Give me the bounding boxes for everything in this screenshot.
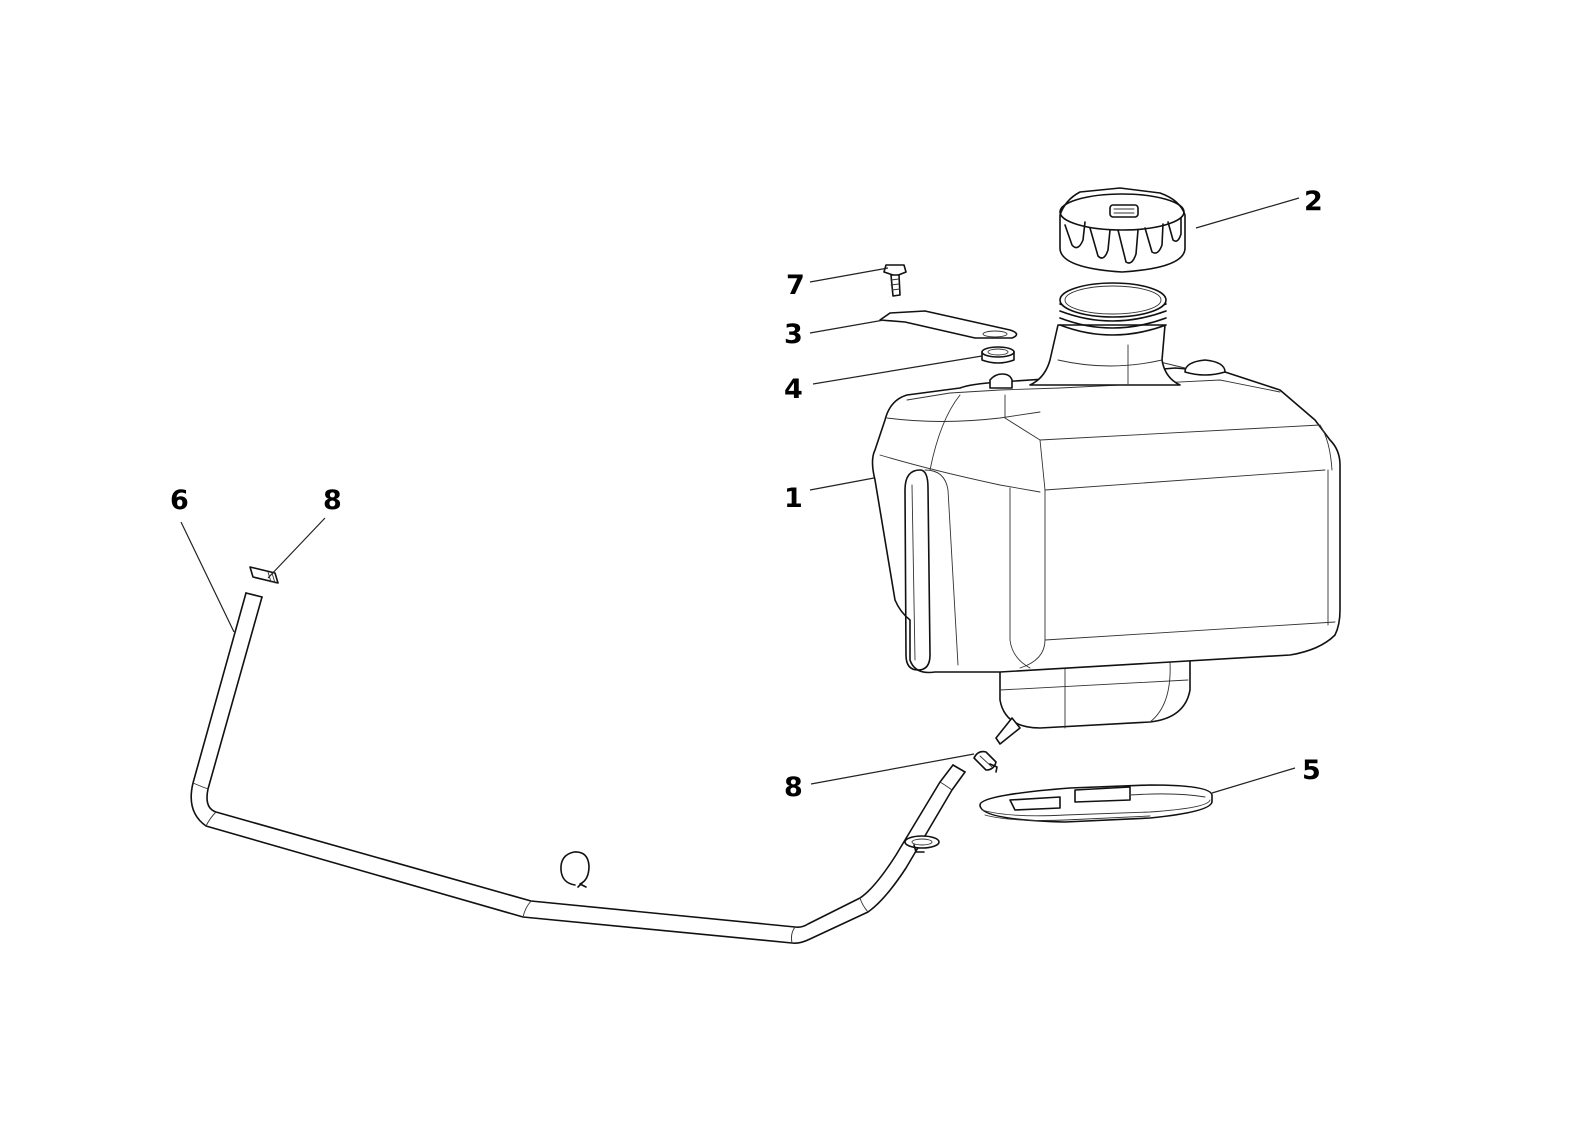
part-2-fuel-cap	[1059, 187, 1186, 273]
leader-5	[1211, 767, 1296, 794]
callout-7: 7	[786, 270, 805, 301]
leader-1	[809, 477, 875, 491]
leader-4	[812, 355, 983, 385]
part-3-strap	[879, 310, 1018, 339]
leader-8a	[267, 517, 326, 579]
callout-4: 4	[784, 374, 803, 405]
part-4-grommet	[981, 346, 1015, 364]
part-6-hose	[190, 592, 966, 944]
leader-7	[809, 267, 889, 283]
leader-lines	[180, 197, 1300, 794]
part-7-screw	[883, 264, 907, 297]
leader-8b	[810, 753, 975, 785]
part-8-clamp-upper	[249, 566, 279, 584]
part-8-clamp-lower	[973, 750, 998, 773]
leader-3	[809, 319, 885, 334]
leader-6	[180, 521, 235, 633]
callout-6: 6	[170, 485, 189, 516]
part-1-fuel-tank	[871, 282, 1341, 745]
callout-labels: 1 2 3 4 5 6 7 8 8	[170, 186, 1323, 803]
callout-8-lower: 8	[784, 772, 803, 803]
leader-2	[1195, 197, 1300, 229]
callout-2: 2	[1304, 186, 1323, 217]
callout-1: 1	[784, 483, 803, 514]
callout-8-upper: 8	[323, 485, 342, 516]
callout-5: 5	[1302, 755, 1321, 786]
callout-3: 3	[784, 319, 803, 350]
part-5-seal-ring	[979, 784, 1213, 823]
